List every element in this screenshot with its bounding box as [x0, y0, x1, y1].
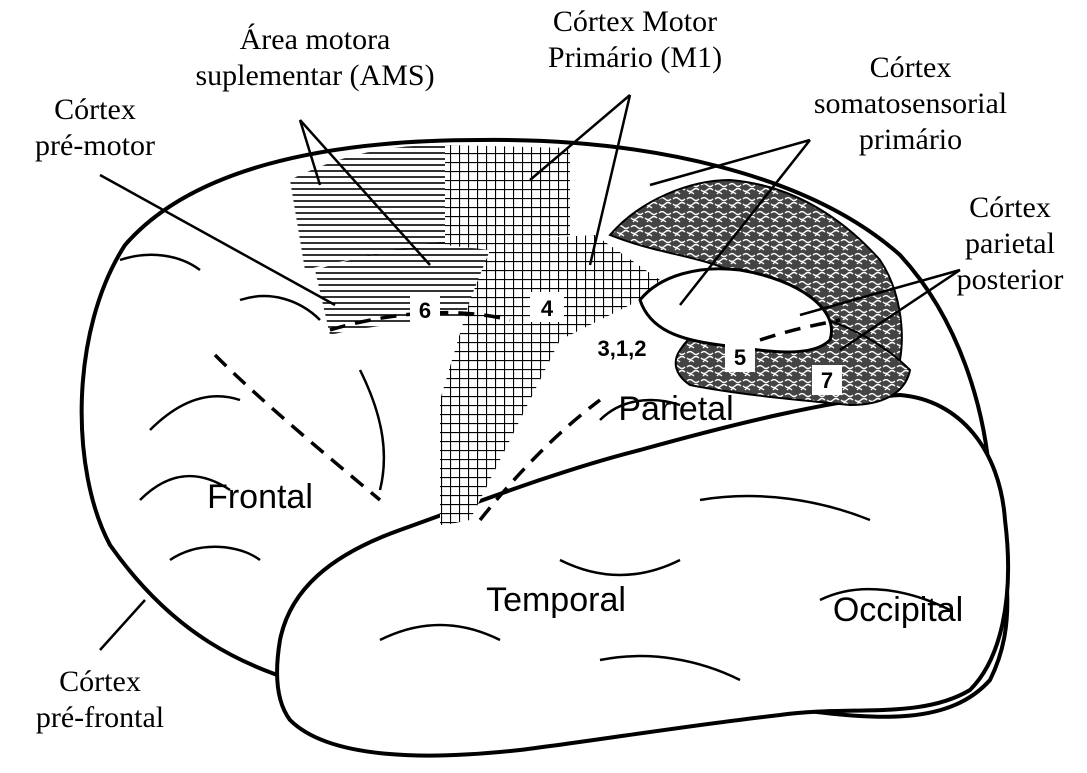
- label-premotor: Córtex pré-motor: [0, 92, 190, 164]
- area-4-label: 4: [541, 296, 554, 321]
- label-parietal-posterior: Córtex parietal posterior: [935, 190, 1085, 298]
- label-ams: Área motora suplementar (AMS): [150, 22, 480, 94]
- area-5-label: 5: [734, 345, 746, 370]
- area-6-label: 6: [419, 298, 431, 323]
- area-312-label: 3,1,2: [598, 336, 647, 361]
- lobe-parietal: Parietal: [618, 390, 733, 428]
- label-m1: Córtex Motor Primário (M1): [520, 4, 750, 76]
- area-7-label: 7: [821, 368, 833, 393]
- label-somatosensory: Córtex somatosensorial primário: [778, 50, 1043, 158]
- lobe-occipital: Occipital: [833, 591, 963, 629]
- lobe-frontal: Frontal: [207, 478, 313, 516]
- lobe-temporal: Temporal: [486, 581, 626, 619]
- label-prefrontal: Córtex pré-frontal: [0, 664, 200, 736]
